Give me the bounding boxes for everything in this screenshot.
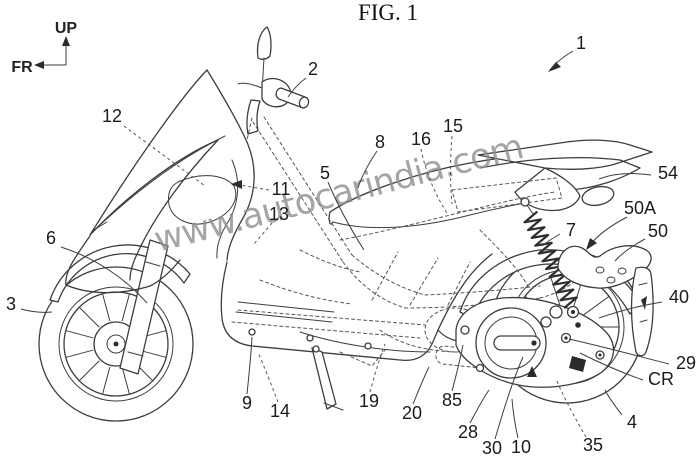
rear-fender	[557, 245, 652, 289]
handlebar	[237, 77, 310, 135]
ref-leader-CR	[579, 352, 644, 381]
ref-label-9: 9	[242, 393, 252, 413]
ref-leader-29	[568, 338, 670, 365]
ref-leader-3	[20, 308, 53, 313]
ref-leader-35	[555, 378, 587, 438]
ref-label-40: 40	[669, 287, 689, 307]
ref-label-10: 10	[511, 437, 531, 457]
ref-leader-19	[369, 343, 386, 393]
engine-case	[455, 296, 615, 388]
orientation-indicator: UP FR	[11, 20, 77, 76]
ref-label-29: 29	[676, 353, 696, 373]
ref-leader-2	[287, 77, 307, 98]
floorboard-body	[220, 253, 493, 362]
front-fairing	[65, 139, 255, 294]
ref-label-8: 8	[375, 132, 385, 152]
ref-leader-12	[123, 125, 206, 187]
ref-label-50: 50	[648, 221, 668, 241]
ref-leader-11	[239, 184, 270, 191]
ref-label-20: 20	[402, 403, 422, 423]
ref-label-19: 19	[359, 391, 379, 411]
fr-arrow-icon	[34, 61, 44, 69]
ref-leader-50	[614, 238, 646, 262]
ref-leader-54	[598, 173, 652, 180]
ref-leader-50A	[589, 216, 628, 246]
ref-label-16: 16	[411, 129, 431, 149]
ref-leader-13	[253, 222, 273, 245]
ref-label-4: 4	[627, 412, 637, 432]
ref-leader-40	[598, 301, 663, 319]
ref-label-7: 7	[566, 220, 576, 240]
ref-leader-30	[494, 356, 524, 440]
ref-label-85: 85	[442, 390, 462, 410]
ref-label-50A: 50A	[624, 198, 656, 218]
mudflap	[630, 266, 654, 357]
ref-arrowhead-1	[548, 62, 561, 72]
axis-fr-label: FR	[11, 59, 33, 76]
rear-shock	[520, 197, 580, 328]
ref-leader-85	[451, 344, 464, 392]
ref-label-35: 35	[583, 435, 603, 455]
axis-up-label: UP	[55, 20, 78, 37]
ref-label-12: 12	[102, 106, 122, 126]
ref-label-2: 2	[308, 59, 318, 79]
ref-label-3: 3	[6, 294, 16, 314]
ref-leader-7	[541, 233, 561, 247]
ref-label-14: 14	[270, 401, 290, 421]
ref-label-28: 28	[458, 422, 478, 442]
axis-lines	[39, 41, 67, 66]
watermark-text: www.autocarindia.com	[150, 127, 527, 261]
ref-arrowhead-50A	[586, 238, 597, 250]
ref-label-15: 15	[443, 116, 463, 136]
ref-leader-20	[412, 366, 430, 405]
ref-label-5: 5	[320, 163, 330, 183]
front-fork	[119, 239, 169, 375]
ref-label-6: 6	[46, 228, 56, 248]
ref-leader-6	[60, 246, 148, 304]
ref-leader-8	[357, 150, 378, 189]
ref-leader-28	[469, 389, 490, 424]
ref-leader-4	[604, 389, 623, 416]
ref-leader-14	[257, 351, 279, 403]
ref-leader-9	[246, 336, 253, 395]
ref-leader-16	[420, 148, 448, 214]
ref-label-1: 1	[576, 33, 586, 53]
ref-leader-10	[511, 398, 519, 439]
tail-cowl	[477, 139, 653, 212]
ref-label-30: 30	[482, 438, 502, 458]
kickstand	[311, 345, 344, 411]
scooter-drawing	[38, 26, 654, 422]
ref-label-54: 54	[658, 163, 678, 183]
ref-leader-5	[327, 181, 365, 251]
figure-title: FIG. 1	[358, 0, 418, 25]
ref-label-11: 11	[272, 179, 291, 199]
ref-leader-15	[450, 135, 453, 205]
windscreen	[89, 69, 248, 236]
ref-arrowhead-11	[231, 180, 242, 189]
up-arrow-icon	[62, 36, 70, 46]
ref-label-13: 13	[269, 204, 289, 224]
ref-label-CR: CR	[648, 369, 674, 389]
